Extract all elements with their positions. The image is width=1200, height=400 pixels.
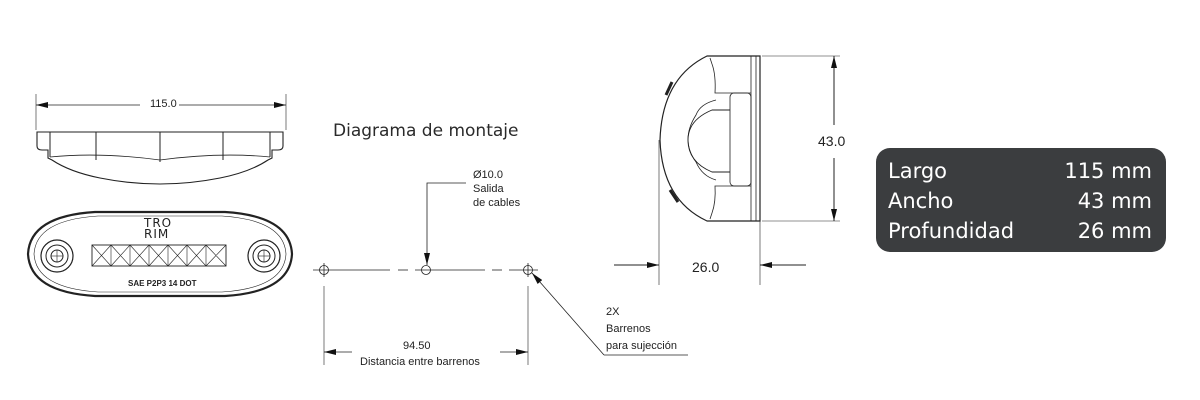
spec-label: Largo [888, 159, 948, 183]
brand-logo: TRO RIM [134, 216, 173, 241]
cable-hole-label-1: Salida [473, 183, 504, 195]
holes-callout: 2X Barrenos para sujección [606, 304, 677, 355]
top-view [35, 94, 287, 185]
width-dimension: 115.0 [148, 98, 179, 110]
spec-row-depth: Profundidad 26 mm [888, 216, 1152, 246]
hole-distance-label: Distancia entre barrenos [360, 356, 480, 368]
spec-value: 26 mm [1077, 219, 1152, 243]
cable-hole-callout: Ø10.0 Salida de cables [473, 168, 520, 210]
mounting-diagram [313, 182, 688, 365]
hole-distance-value: 94.50 [403, 340, 431, 352]
logo-line-1: TRO [144, 216, 173, 230]
page-title: Diagrama de montaje [333, 121, 519, 141]
logo-line-2: RIM [144, 227, 170, 241]
depth-dimension: 26.0 [692, 259, 720, 275]
spec-value: 43 mm [1077, 189, 1152, 213]
holes-label-1: Barrenos [606, 323, 651, 335]
height-dimension: 43.0 [818, 133, 846, 149]
spec-row-width: Ancho 43 mm [888, 186, 1152, 216]
holes-count: 2X [606, 306, 620, 318]
product-marking: SAE P2P3 14 DOT [128, 279, 197, 288]
spec-label: Profundidad [888, 219, 1015, 243]
spec-row-length: Largo 115 mm [888, 156, 1152, 186]
side-view [614, 55, 840, 285]
holes-label-2: para sujección [606, 340, 677, 352]
spec-value: 115 mm [1064, 159, 1152, 183]
front-view [26, 210, 294, 298]
spec-label: Ancho [888, 189, 954, 213]
cable-hole-diameter: Ø10.0 [473, 169, 503, 181]
cable-hole-label-2: de cables [473, 197, 521, 209]
specs-panel: Largo 115 mm Ancho 43 mm Profundidad 26 … [876, 148, 1166, 252]
